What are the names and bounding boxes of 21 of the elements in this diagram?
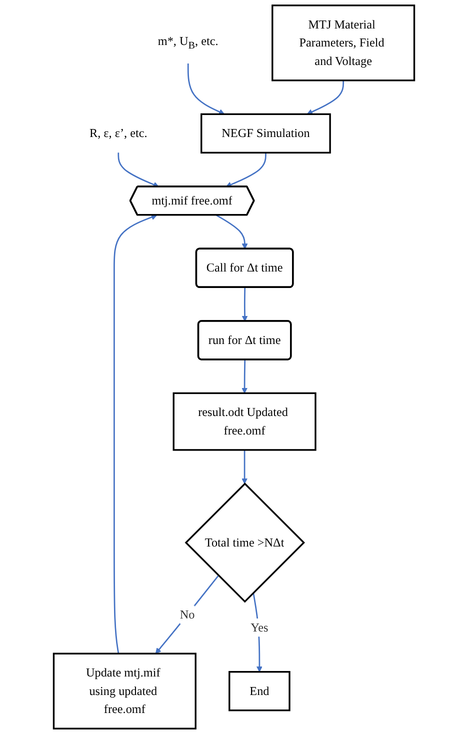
arrow	[242, 360, 248, 394]
arrow	[306, 80, 344, 115]
arrow	[216, 214, 248, 250]
arrow	[252, 592, 262, 672]
node-text: m*, U$_{B}$, etc.	[158, 34, 218, 52]
node-diamond: Total time >NΔt	[184, 482, 306, 603]
arrow	[155, 575, 220, 654]
edge-label: Yes	[250, 620, 268, 634]
arrow	[187, 64, 225, 115]
node-box: NEGF Simulation	[200, 113, 331, 154]
node-box: MTJ Material Parameters, Field and Voltage	[272, 4, 416, 82]
arrow	[242, 450, 248, 484]
arrow	[242, 287, 248, 322]
arrow	[118, 152, 160, 188]
arrow	[114, 214, 158, 654]
arrow	[226, 152, 266, 188]
edge-label: No	[180, 608, 195, 622]
node-text: R, ε, ε’, etc.	[89, 126, 148, 140]
node-box: End	[228, 671, 290, 712]
node-box: Update mtj.mif using updated free.omf	[52, 652, 196, 730]
node-box: result.odt Updated free.omf	[172, 392, 316, 451]
